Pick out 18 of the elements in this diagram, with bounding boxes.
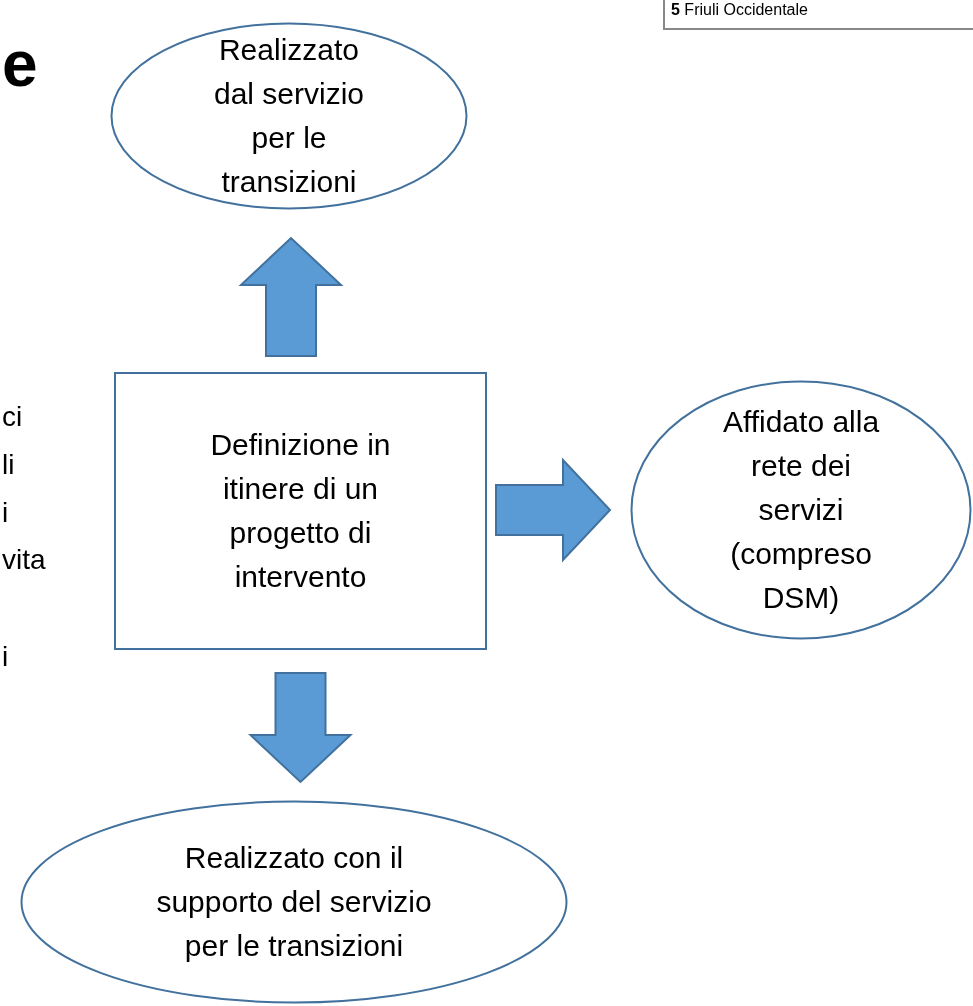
outcome-ellipse <box>110 22 468 210</box>
cropped-text: i <box>2 640 9 674</box>
block-arrow <box>238 236 344 357</box>
outcome-ellipse <box>20 800 568 1004</box>
node-text: Definizione in itinere di un progetto di intervento <box>209 427 392 595</box>
cropped-text: li <box>2 448 15 482</box>
cropped-text: i <box>2 496 9 530</box>
block-arrow <box>495 457 612 563</box>
node-text: Affidato alla rete dei servizi (compreso DSM) <box>721 404 881 616</box>
cropped-heading: e <box>2 28 38 100</box>
cropped-text: ci <box>2 400 23 434</box>
node-text: Realizzato con il supporto del servizio per le transizioni <box>155 840 433 964</box>
region-label: 5 Friuli Occidentale <box>663 0 973 30</box>
process-box <box>114 372 487 650</box>
cropped-text: vita <box>2 543 46 577</box>
block-arrow <box>247 672 354 784</box>
outcome-ellipse <box>630 380 972 640</box>
node-text: Realizzato dal servizio per le transizioni <box>212 32 366 200</box>
